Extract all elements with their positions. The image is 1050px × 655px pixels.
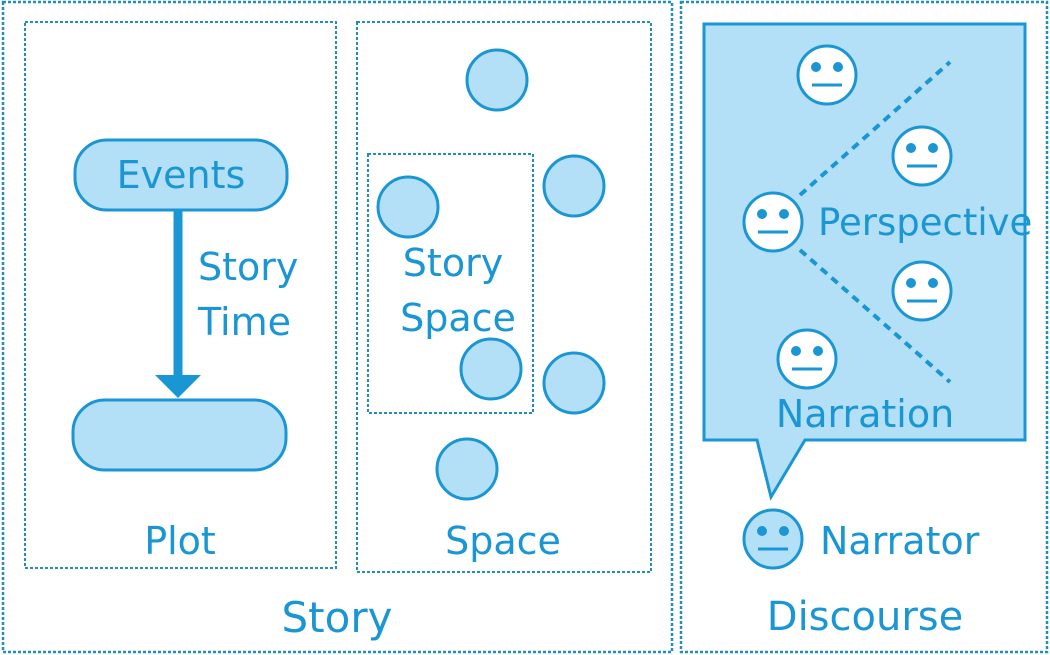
story-space-label-1: Story <box>403 241 503 285</box>
perspective-line-lower <box>798 248 952 384</box>
next-event-node <box>71 398 288 472</box>
plot-panel <box>24 21 337 569</box>
character-face-icon <box>776 328 838 390</box>
narrator-face-icon <box>742 508 804 570</box>
events-label: Events <box>117 153 246 197</box>
story-space-label-2: Space <box>400 296 516 340</box>
space-object <box>376 175 440 239</box>
space-objects <box>376 48 606 501</box>
space-object <box>542 351 606 415</box>
space-object <box>465 48 529 112</box>
story-panel <box>1 0 674 654</box>
space-panel <box>356 21 652 573</box>
perspective-label: Perspective <box>818 201 1032 244</box>
space-object <box>435 437 499 501</box>
story-label: Story <box>282 593 393 642</box>
space-object <box>542 154 606 218</box>
arrow-head-icon <box>155 375 201 398</box>
discourse-label: Discourse <box>767 594 963 640</box>
narration-label: Narration <box>776 392 954 436</box>
story-time-label-1: Story <box>198 245 298 289</box>
perspective-line-upper <box>798 60 952 197</box>
character-face-icon <box>891 125 953 187</box>
focalizer-face-icon <box>742 191 804 253</box>
narrator-label: Narrator <box>820 519 980 563</box>
character-face-icon <box>891 260 953 322</box>
story-space-box <box>367 153 534 414</box>
space-label: Space <box>445 519 561 563</box>
space-object <box>459 337 523 401</box>
character-face-icon <box>796 44 858 106</box>
plot-label: Plot <box>144 519 216 563</box>
discourse-panel <box>679 0 1049 654</box>
story-time-label-2: Time <box>197 300 291 344</box>
